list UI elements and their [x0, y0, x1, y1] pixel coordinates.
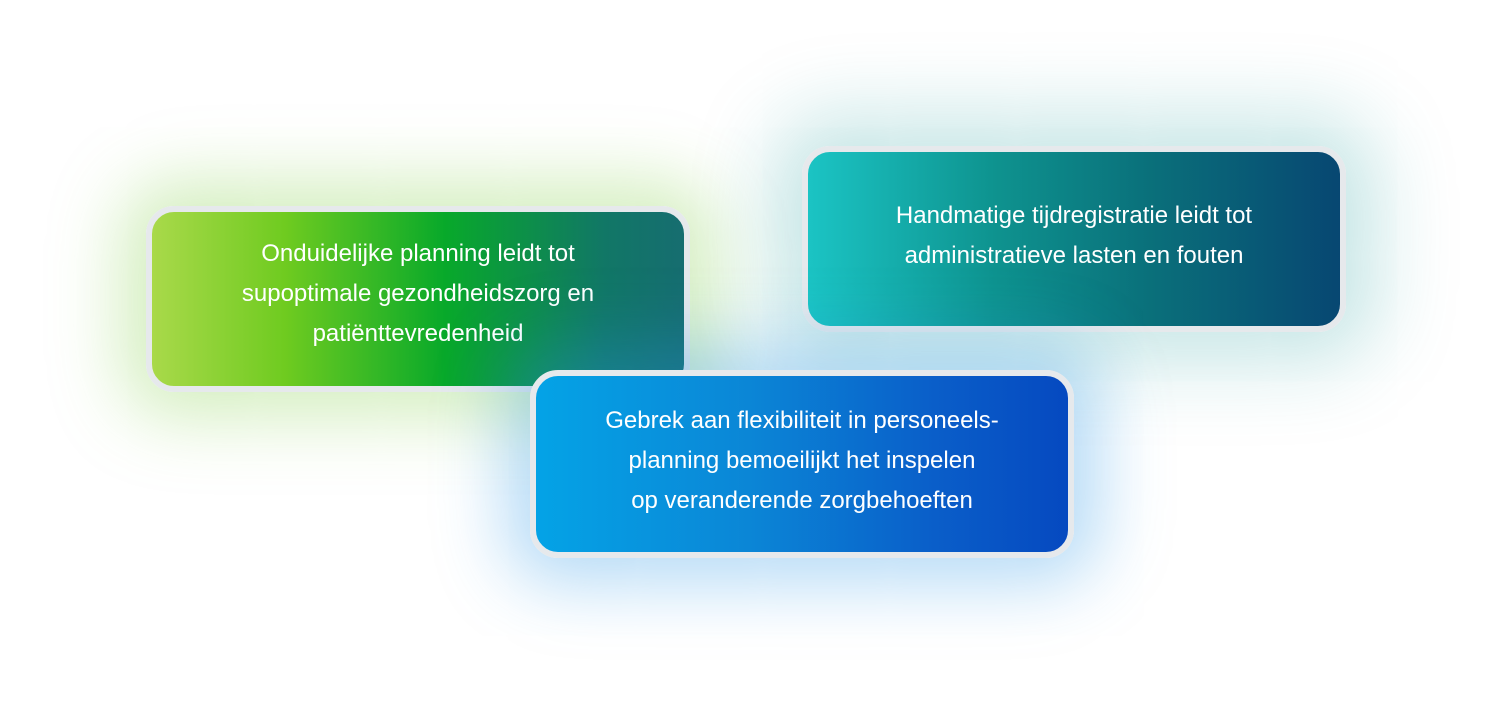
card-text-line: Gebrek aan flexibiliteit in personeels-	[605, 407, 999, 434]
card-unclear-planning-text: Onduidelijke planning leidt tot supoptim…	[242, 234, 594, 364]
card-text-line: patiënttevredenheid	[312, 320, 524, 347]
card-unclear-planning: Onduidelijke planning leidt tot supoptim…	[146, 206, 690, 392]
card-manual-time-registration: Handmatige tijdregistratie leidt tot adm…	[802, 146, 1346, 332]
card-text-line: planning bemoeilijkt het inspelen	[628, 447, 976, 474]
card-lack-of-flexibility-text: Gebrek aan flexibiliteit in personeels- …	[605, 401, 999, 527]
card-text-line: op veranderende zorgbehoeften	[631, 487, 973, 514]
card-text-line: administratieve lasten en fouten	[904, 242, 1244, 269]
card-text-line: Onduidelijke planning leidt tot	[261, 240, 575, 267]
card-text-line: supoptimale gezondheidszorg en	[241, 280, 595, 307]
card-lack-of-flexibility: Gebrek aan flexibiliteit in personeels- …	[530, 370, 1074, 558]
card-text-line: Handmatige tijdregistratie leidt tot	[895, 202, 1253, 229]
card-manual-time-registration-text: Handmatige tijdregistratie leidt tot adm…	[896, 196, 1252, 282]
